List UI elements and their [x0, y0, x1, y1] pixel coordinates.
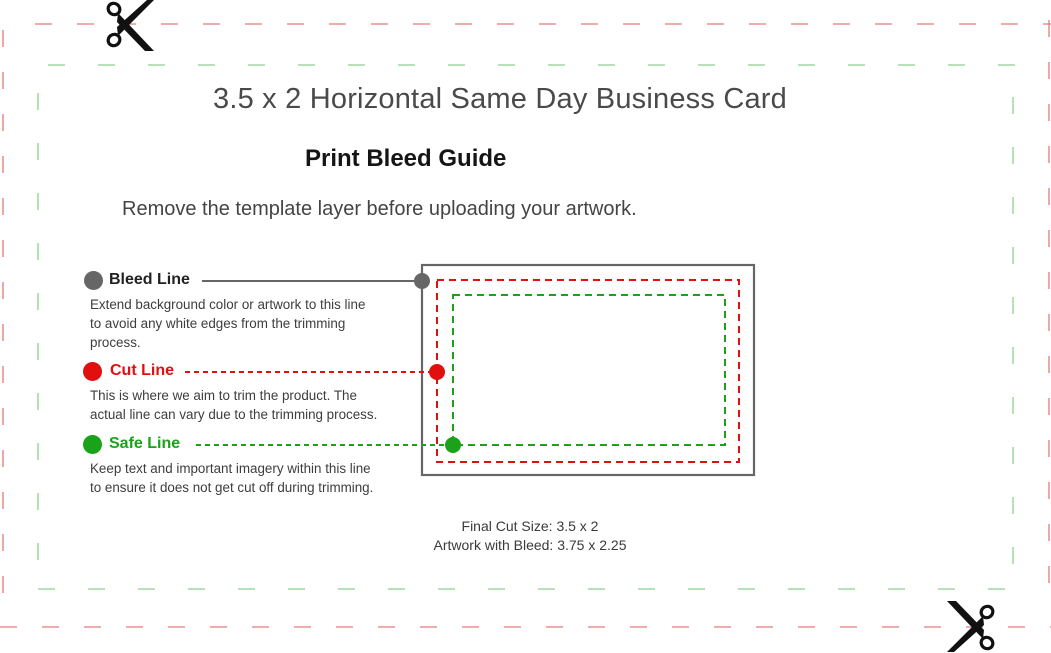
artwork-with-bleed-size: Artwork with Bleed: 3.75 x 2.25: [433, 537, 627, 553]
final-cut-size: Final Cut Size: 3.5 x 2: [461, 518, 599, 534]
scissors-icon: [947, 601, 995, 652]
description-line: to avoid any white edges from the trimmi…: [90, 316, 346, 331]
cut-marker: [429, 364, 445, 380]
bleed-line-label: Bleed Line: [109, 271, 190, 288]
bleed-line-description: Extend background color or artwork to th…: [90, 295, 365, 352]
size-info: Final Cut Size: 3.5 x 2 Artwork with Ble…: [380, 517, 680, 555]
cut-dot: [83, 362, 102, 381]
safe-dot: [83, 435, 102, 454]
outer-cut-guide: [0, 20, 1051, 628]
cut-line-label: Cut Line: [110, 362, 174, 379]
safe-line-box: [452, 294, 726, 446]
description-line: This is where we aim to trim the product…: [90, 388, 357, 403]
template-note: Remove the template layer before uploadi…: [122, 198, 637, 220]
bleed-dot: [84, 271, 103, 290]
guide-subtitle: Print Bleed Guide: [305, 145, 507, 172]
bleed-line-box: [420, 263, 756, 477]
safe-line-description: Keep text and important imagery within t…: [90, 459, 373, 497]
cut-line-box: [436, 279, 740, 463]
description-line: to ensure it does not get cut off during…: [90, 480, 374, 495]
scissors-icon: [106, 0, 154, 51]
description-line: Extend background color or artwork to th…: [90, 297, 366, 312]
description-line: actual line can vary due to the trimming…: [90, 407, 378, 422]
safe-marker: [445, 437, 461, 453]
safe-line-label: Safe Line: [109, 435, 181, 452]
bleed-marker: [414, 273, 430, 289]
inner-safe-guide: [37, 64, 1015, 590]
cut-line-description: This is where we aim to trim the product…: [90, 386, 377, 424]
description-line: Keep text and important imagery within t…: [90, 461, 371, 476]
description-line: process.: [90, 335, 141, 350]
page-title: 3.5 x 2 Horizontal Same Day Business Car…: [213, 83, 787, 115]
